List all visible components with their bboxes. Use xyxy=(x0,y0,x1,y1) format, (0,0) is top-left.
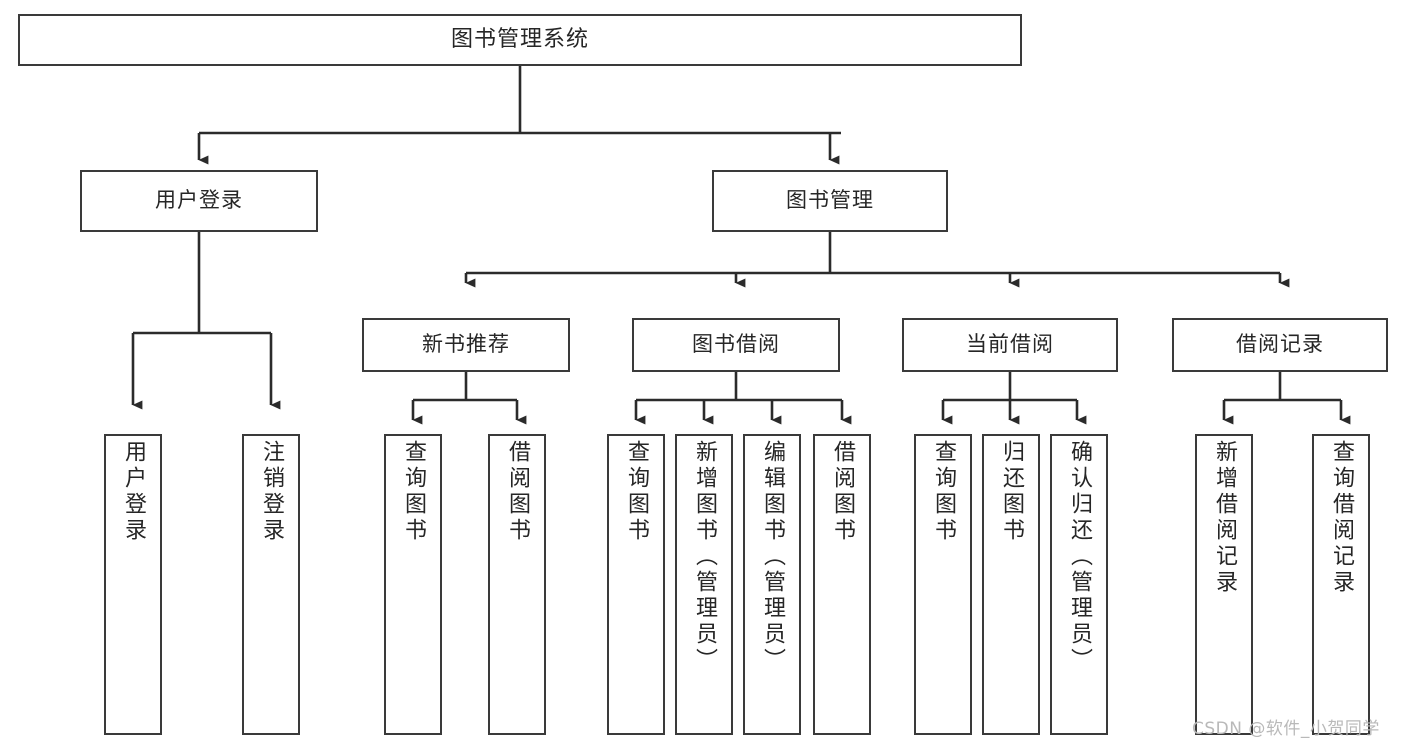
node-label: 用户登录 xyxy=(155,188,243,213)
leaf-confirm-return-admin[interactable]: 确认归还（管理员） xyxy=(1050,434,1108,735)
leaf-edit-book-admin[interactable]: 编辑图书（管理员） xyxy=(743,434,801,735)
csdn-watermark: CSDN @软件_小贺同学 xyxy=(1192,719,1380,739)
node-label: 图书管理系统 xyxy=(450,26,589,52)
leaf-borrow-book-2[interactable]: 借阅图书 xyxy=(813,434,871,735)
leaf-logout[interactable]: 注销登录 xyxy=(242,434,300,735)
node-label: 查询借阅记录 xyxy=(1329,440,1354,596)
leaf-query-book-1[interactable]: 查询图书 xyxy=(384,434,442,735)
node-label: 查询图书 xyxy=(931,440,956,544)
node-label: 查询图书 xyxy=(401,440,426,544)
node-label: 借阅记录 xyxy=(1236,332,1324,357)
node-label: 查询图书 xyxy=(624,440,649,544)
leaf-query-book-3[interactable]: 查询图书 xyxy=(914,434,972,735)
node-label: 新增借阅记录 xyxy=(1212,440,1237,596)
node-label: 图书借阅 xyxy=(692,332,780,357)
node-label: 当前借阅 xyxy=(966,332,1054,357)
node-label: 新书推荐 xyxy=(422,332,510,357)
node-label: 借阅图书 xyxy=(830,440,855,544)
node-book-borrowing[interactable]: 图书借阅 xyxy=(632,318,840,372)
node-user-login[interactable]: 用户登录 xyxy=(80,170,318,232)
leaf-borrow-book-1[interactable]: 借阅图书 xyxy=(488,434,546,735)
node-label: 编辑图书（管理员） xyxy=(760,440,785,674)
node-label: 新增图书（管理员） xyxy=(692,440,717,674)
leaf-user-login[interactable]: 用户登录 xyxy=(104,434,162,735)
node-book-management-system[interactable]: 图书管理系统 xyxy=(18,14,1022,66)
node-borrowing-record[interactable]: 借阅记录 xyxy=(1172,318,1388,372)
node-label: 确认归还（管理员） xyxy=(1067,440,1092,674)
leaf-query-book-2[interactable]: 查询图书 xyxy=(607,434,665,735)
node-book-management[interactable]: 图书管理 xyxy=(712,170,948,232)
node-label: 注销登录 xyxy=(259,440,284,544)
node-label: 图书管理 xyxy=(786,188,874,213)
node-label: 归还图书 xyxy=(999,440,1024,544)
leaf-query-borrowing-record[interactable]: 查询借阅记录 xyxy=(1312,434,1370,735)
leaf-add-borrowing-record[interactable]: 新增借阅记录 xyxy=(1195,434,1253,735)
node-new-book-recommendation[interactable]: 新书推荐 xyxy=(362,318,570,372)
leaf-return-book[interactable]: 归还图书 xyxy=(982,434,1040,735)
node-label: 借阅图书 xyxy=(505,440,530,544)
node-label: 用户登录 xyxy=(121,440,146,544)
leaf-add-book-admin[interactable]: 新增图书（管理员） xyxy=(675,434,733,735)
node-current-borrowing[interactable]: 当前借阅 xyxy=(902,318,1118,372)
